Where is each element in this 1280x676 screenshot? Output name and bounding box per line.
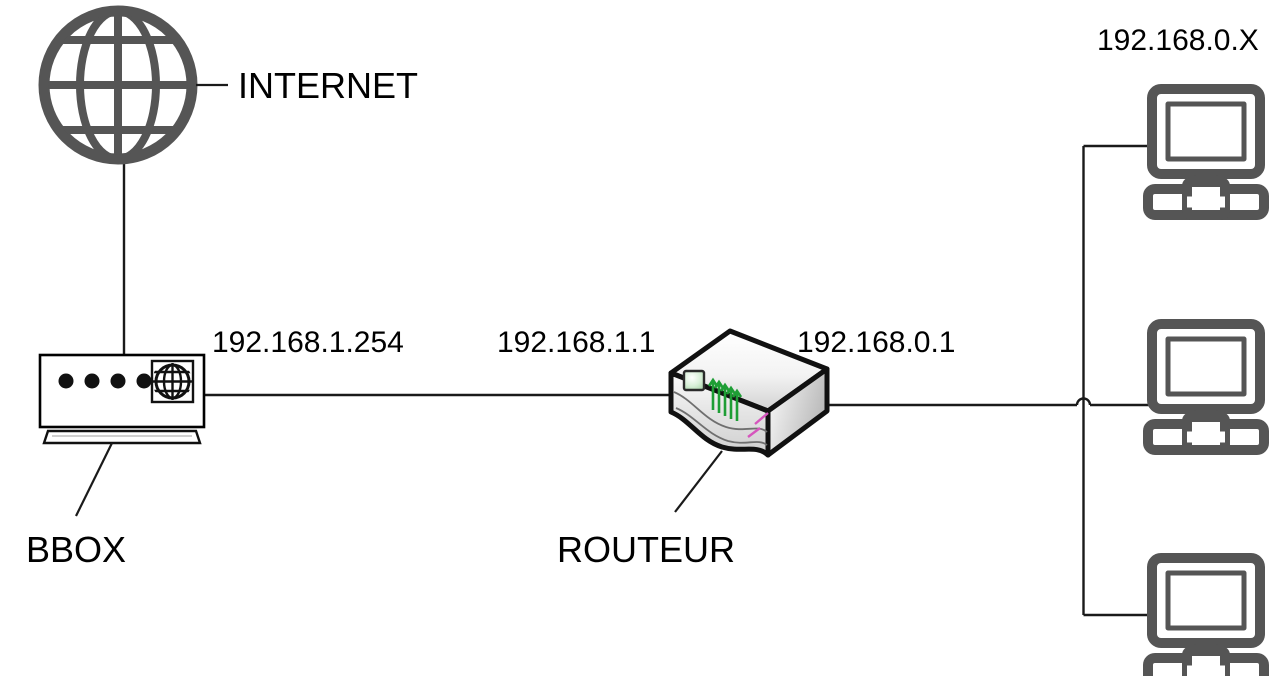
bbox-leader-line <box>75 442 113 517</box>
router-icon <box>668 328 830 458</box>
ip-label-router-lan: 192.168.0.1 <box>797 326 955 359</box>
ip-label-bbox-lan: 192.168.1.254 <box>212 326 404 359</box>
workstation-bottom[interactable] <box>1143 553 1269 676</box>
bbox-node[interactable]: BBOX <box>26 353 206 570</box>
modem-globe-icon <box>152 363 192 400</box>
router-leader-line <box>674 450 723 513</box>
modem-led <box>136 373 152 389</box>
router-accent-pink <box>747 427 761 438</box>
bbox-label: BBOX <box>26 529 126 570</box>
router-node[interactable]: ROUTEUR <box>557 328 830 570</box>
modem-led <box>110 373 126 389</box>
computer-icon <box>1143 319 1269 455</box>
globe-icon <box>38 5 198 165</box>
modem-led <box>58 373 74 389</box>
modem-led <box>84 373 100 389</box>
router-status-led <box>682 369 706 392</box>
router-accent-pink <box>754 412 769 425</box>
internet-node[interactable]: INTERNET <box>30 5 418 165</box>
workstation-top[interactable] <box>1143 84 1269 220</box>
connection-lines <box>122 144 1152 617</box>
computer-icon <box>1143 553 1269 676</box>
workstation-middle[interactable] <box>1143 319 1269 455</box>
router-label: ROUTEUR <box>557 529 735 570</box>
router-throughput-arrows <box>707 377 743 421</box>
modem-icon <box>38 353 206 445</box>
internet-label: INTERNET <box>238 65 418 106</box>
ip-labels: 192.168.1.254 192.168.1.1 192.168.0.1 19… <box>212 24 1259 359</box>
ip-label-clients: 192.168.0.X <box>1097 24 1259 57</box>
ip-label-router-wan: 192.168.1.1 <box>497 326 655 359</box>
computer-icon <box>1143 84 1269 220</box>
